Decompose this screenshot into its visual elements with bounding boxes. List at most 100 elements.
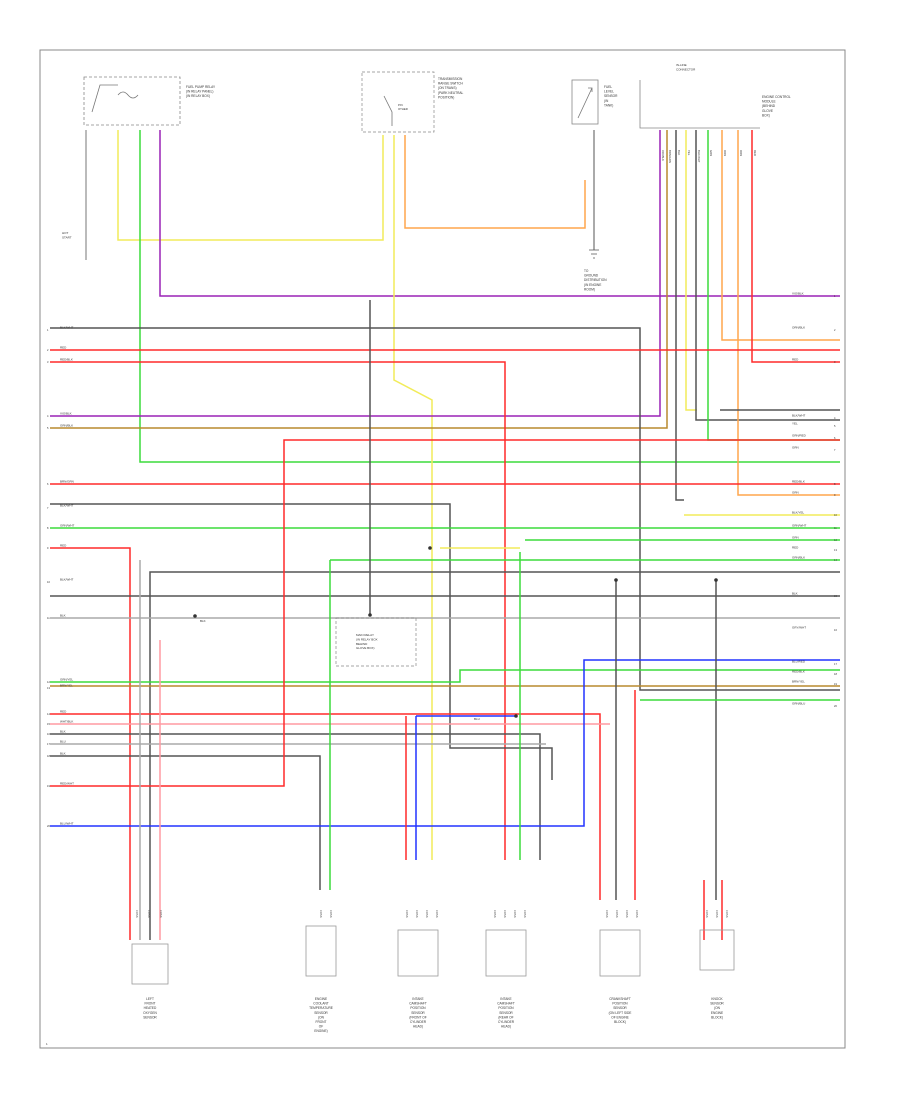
right-wire-label: GRN — [792, 491, 799, 495]
bottom-component-label: ENGINE — [315, 997, 327, 1001]
bottom-component-label: CAMSHAFT — [409, 1002, 427, 1006]
connector-pin-label: CONN — [425, 910, 429, 918]
left-wire-label: GRN/YEL — [60, 678, 74, 682]
right-pin-number: 20 — [834, 704, 837, 708]
page-number: 1 — [46, 1042, 48, 1046]
right-wire-label: RED — [792, 546, 799, 550]
wire-green-ecm — [707, 130, 840, 441]
bottom-component-label: FRONT — [316, 1020, 327, 1024]
ecm-label: MODULE — [762, 100, 776, 104]
splice-label: BLU — [474, 717, 480, 721]
left-wire-label: BLK — [60, 614, 66, 618]
left-pin-number: 10 — [47, 580, 50, 584]
left-wire-label: GRN/BLK — [60, 424, 73, 428]
transmission-switch-label: TRANSMISSION — [438, 77, 463, 81]
wire-orange-ecm-2 — [737, 130, 840, 496]
bottom-component-label: HEATED — [144, 1006, 157, 1010]
hot-start-label: START — [62, 235, 72, 239]
wire-green-main — [139, 130, 840, 463]
bottom-component-label: SENSOR — [613, 1006, 627, 1010]
bottom-component-box — [131, 943, 169, 985]
wire-red-blk-1 — [50, 361, 506, 860]
bottom-component-label: INTAKE — [412, 997, 423, 1001]
left-wire-label: BLK/WHT — [60, 578, 74, 582]
ecm-pin-label: ORN — [723, 150, 727, 156]
right-wire-label: ORN/BLK — [792, 326, 805, 330]
right-pin-number: 11 — [834, 526, 837, 530]
connector-pin-label: CONN — [493, 910, 497, 918]
wire-blk-o2 — [149, 571, 840, 940]
ecm-box — [639, 80, 760, 129]
transmission-switch-label: (PARK NEUTRAL — [438, 91, 463, 95]
connector-pin-label: CONN — [405, 910, 409, 918]
splice-dot — [368, 613, 372, 617]
left-pin-number: 16 — [47, 732, 50, 736]
transmission-switch-label: (ON TRANS) — [438, 86, 457, 90]
bottom-component-box — [699, 929, 735, 971]
main-relay-label: MAIN RELAY — [356, 633, 374, 637]
left-wire-label: VIO/BLK — [60, 412, 72, 416]
transmission-switch-positions: OTHER — [398, 107, 408, 111]
left-pin-number: 3 — [47, 360, 49, 364]
left-pin-number: 2 — [47, 348, 49, 352]
ecm-connector-label: CONNECTOR — [676, 67, 696, 71]
right-wire-label: RED/BLK — [792, 480, 805, 484]
fuel-pump-relay-label: (IN RELAY PANEL) — [186, 90, 213, 94]
wire-brown-ecm — [50, 130, 668, 429]
main-relay-label: GLOVE BOX) — [356, 646, 375, 650]
right-pin-number: 8 — [834, 482, 836, 486]
right-wire-label: YEL — [792, 422, 798, 426]
connector-pin-label: CONN — [615, 910, 619, 918]
right-pin-number: 4 — [834, 416, 836, 420]
left-wire-label: BLU — [60, 740, 66, 744]
right-pin-number: 5 — [834, 424, 836, 428]
right-pin-number: 14 — [834, 558, 837, 562]
fuel-level-sensor-label: LEVEL — [604, 90, 614, 94]
left-pin-number: 17 — [47, 742, 50, 746]
right-wire-label: GRN/BLU — [792, 702, 805, 706]
bottom-component-label: BLOCK) — [711, 1015, 723, 1019]
ground-note-label: ROOM) — [584, 287, 595, 291]
connector-pin-label: CONN — [715, 910, 719, 918]
wire-yellow-down — [393, 135, 433, 860]
right-wire-label: BRN/YEL — [792, 680, 805, 684]
transmission-switch-label: POSITION) — [438, 95, 454, 99]
left-wire-label: RED/BLK — [60, 358, 73, 362]
left-wire-label: WHT/BLK — [60, 720, 73, 724]
left-wire-label: BLK — [60, 752, 66, 756]
splice-dot — [714, 578, 718, 582]
right-pin-number: 13 — [834, 548, 837, 552]
transmission-switch-positions: P/N — [398, 103, 403, 107]
bottom-component-label: CYLINDER — [498, 1020, 515, 1024]
right-wire-label: GRN/WHT — [792, 524, 806, 528]
left-pin-number: 18 — [47, 754, 50, 758]
connector-pin-label: CONN — [159, 910, 163, 918]
ground-note-label: (IN ENGINE — [584, 283, 601, 287]
right-pin-number: 15 — [834, 594, 837, 598]
bottom-component-label: POSITION — [410, 1006, 426, 1010]
fuel-level-sensor-label: SENSOR — [604, 94, 618, 98]
right-pin-number: 1 — [834, 294, 836, 298]
left-pin-number: 19 — [47, 784, 50, 788]
connector-pin-label: CONN — [415, 910, 419, 918]
ecm-pin-label: BRN/GRN — [668, 150, 672, 163]
transmission-switch-label: RANGE SWITCH — [438, 82, 463, 86]
connector-pin-label: CONN — [605, 910, 609, 918]
left-pin-number: 1 — [47, 328, 49, 332]
fuel-level-sensor-label: TANK) — [604, 103, 613, 107]
connector-pin-label: CONN — [635, 910, 639, 918]
connector-pin-label: CONN — [513, 910, 517, 918]
left-pin-number: 11 — [47, 616, 50, 620]
wire-violet-ecm — [50, 130, 661, 417]
ground-note-label: GROUND — [584, 274, 599, 278]
connector-pin-label: CONN — [625, 910, 629, 918]
right-pin-number: 17 — [834, 662, 837, 666]
connector-pin-label: CONN — [523, 910, 527, 918]
connector-pin-label: CONN — [147, 910, 151, 918]
right-wire-label: GRN — [792, 446, 799, 450]
main-relay-label: (IN RELAY BOX — [356, 637, 378, 641]
ecm-label: (BEHIND — [762, 104, 776, 108]
bottom-component-label: CYLINDER — [410, 1020, 427, 1024]
left-wire-label: BLU/WHT — [60, 822, 74, 826]
bottom-component-label: (ON — [318, 1015, 325, 1019]
